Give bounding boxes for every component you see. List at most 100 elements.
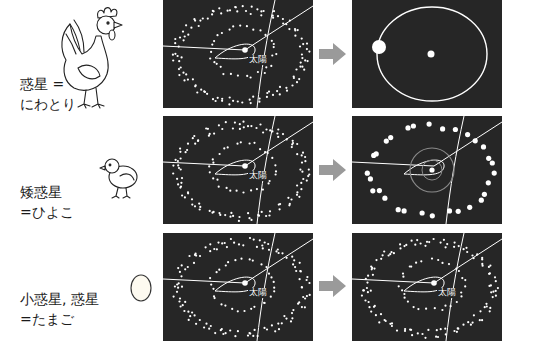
orbit-dot [184,301,186,303]
orbit-dot [441,309,443,311]
orbit-art [163,0,502,341]
orbit-dot [220,303,222,305]
orbit-dot [420,260,422,262]
orbit-dot [230,212,232,214]
orbit-dot [301,38,303,40]
orbit-dot [366,287,368,289]
orbit-dot [427,122,432,127]
orbit-dot [486,305,488,307]
orbit-dot [242,191,244,193]
orbit-dot [420,242,422,244]
orbit-dot [257,214,259,216]
orbit-dot [176,283,178,285]
orbit-dot [380,258,382,260]
orbit-dot [473,314,475,316]
orbit-dot [265,266,267,268]
orbit-dot [293,76,295,78]
orbit-dot [228,103,230,105]
orbit-dot [172,172,174,174]
orbit-dot [462,324,464,326]
orbit-dot [367,275,369,277]
orbit-dot [186,149,188,151]
orbit-dot [234,122,236,124]
orbit-dot [217,242,219,244]
orbit-dot [264,151,266,153]
orbit-dot [488,273,490,275]
orbit-dot [231,308,233,310]
orbit-dot [250,125,252,127]
orbit-dot [236,143,238,145]
orbit-dot [457,328,459,330]
orbit-dot [205,323,207,325]
orbit-dot [363,289,365,291]
orbit-dot [216,271,218,273]
orbit-dot [306,43,308,45]
orbit-dot [252,335,254,337]
panel [163,233,313,341]
orbit-dot [259,29,261,31]
orbit-dot [229,96,231,98]
orbit-dot [303,69,305,71]
orbit-dot [456,331,458,333]
panel-art [163,0,313,108]
orbit-dot [288,204,290,206]
orbit-dot [471,254,473,256]
orbit-dot [271,54,273,56]
orbit-dot [177,160,179,162]
orbit-line [245,122,313,166]
orbit-dot [286,90,288,92]
orbit-dot [192,78,194,80]
orbit-dot [286,257,288,259]
orbit-dot [297,29,299,31]
orbit-dot [291,256,293,258]
orbit-dot [182,31,184,33]
orbit-dot [174,285,176,287]
orbit-dot [227,10,229,12]
orbit-dot [457,327,459,329]
orbit-dot [281,322,283,324]
orbit-dot [410,329,412,331]
orbit-dot [179,148,181,150]
orbit-dot [239,25,241,27]
orbit-dot [296,191,298,193]
orbit-dot [213,295,215,297]
orbit-dot [248,217,250,219]
orbit-dot [289,19,291,21]
orbit-dot [178,300,180,302]
panel-content [372,7,487,101]
orbit-dot [225,264,227,266]
orbit-dot [455,268,457,270]
orbit-dot [294,28,296,30]
sun-label: 太陽 [248,171,268,181]
orbit-dot [199,208,201,210]
orbit-dot [236,190,238,192]
orbit-dot [178,60,180,62]
orbit-dot [414,244,416,246]
orbit-dot [301,154,303,156]
panel [352,0,502,108]
orbit-dot [215,100,217,102]
orbit-dot [232,127,234,129]
orbit-dot [194,314,196,316]
orbit-dot [404,297,406,299]
orbit-dot [261,211,263,213]
orbit-dot [299,66,301,68]
orbit-dot [181,177,183,179]
orbit-dot [302,178,304,180]
arrow [319,43,346,65]
orbit-dot [370,311,372,313]
orbit-dot [179,297,181,299]
orbit-dot [271,130,273,132]
orbit-dot [243,126,245,128]
orbit-dot [276,132,278,134]
orbit-dot [466,251,468,253]
orbit-dot [481,263,483,265]
orbit-dot [368,176,373,181]
orbit-dot [304,59,306,61]
orbit-dot [292,142,294,144]
orbit-dot [294,35,296,37]
orbit-dot [250,189,252,191]
orbit-dot [413,306,415,308]
orbit-dot [290,320,292,322]
orbit-dot [191,198,193,200]
